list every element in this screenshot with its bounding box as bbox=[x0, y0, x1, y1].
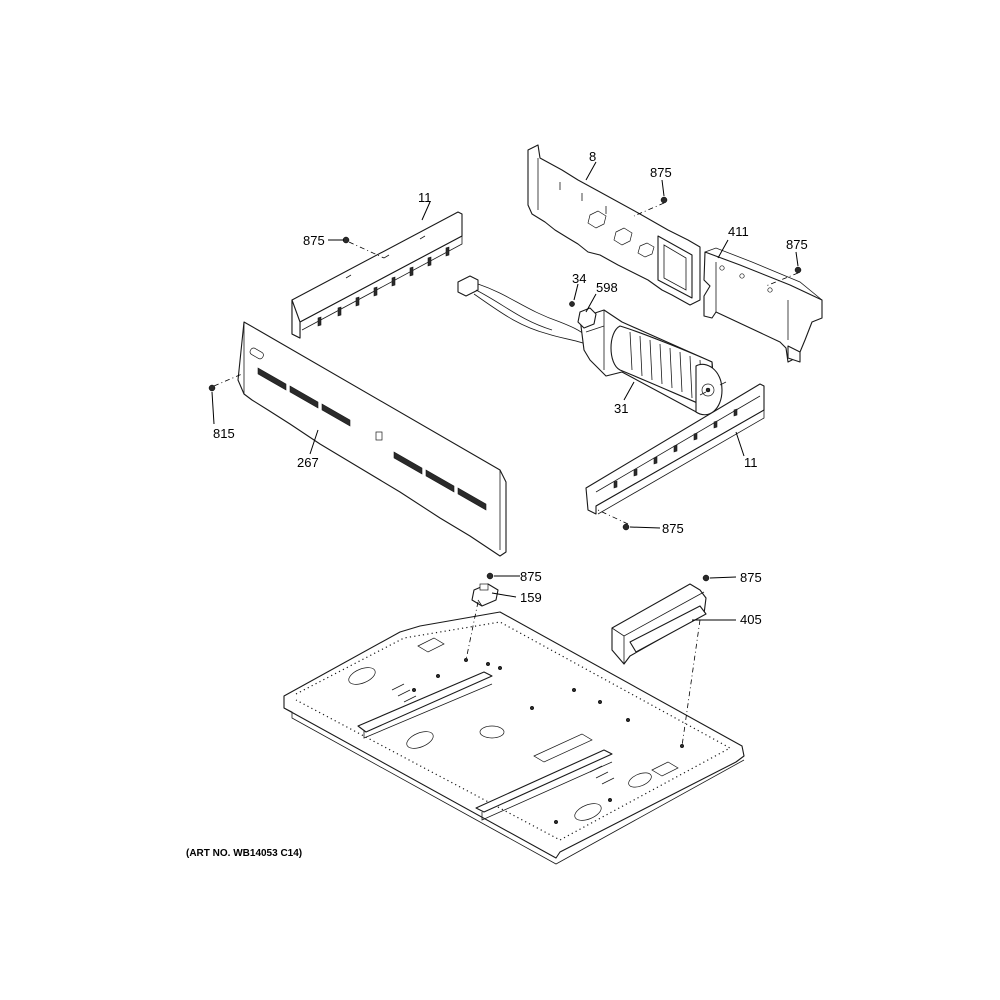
callout-875-top-right: 875 bbox=[650, 165, 672, 180]
callout-405: 405 bbox=[740, 612, 762, 627]
screw-875-far-right[interactable] bbox=[794, 266, 802, 274]
part-11-upper-rail[interactable] bbox=[291, 211, 463, 339]
callout-11-top-left: 11 bbox=[418, 190, 432, 205]
callout-875-far-right: 875 bbox=[786, 237, 808, 252]
callout-815: 815 bbox=[213, 426, 235, 441]
screw-875-top-right[interactable] bbox=[660, 196, 668, 204]
callout-labels: 8 875 411 875 11 875 34 598 31 815 267 1… bbox=[213, 149, 808, 627]
callout-267: 267 bbox=[297, 455, 319, 470]
screw-815[interactable] bbox=[208, 384, 216, 392]
part-31-blower-motor[interactable] bbox=[457, 275, 723, 416]
callout-159: 159 bbox=[520, 590, 542, 605]
callout-8: 8 bbox=[589, 149, 596, 164]
tray-fastener-dots bbox=[411, 657, 685, 825]
part-267-vent-panel[interactable] bbox=[237, 321, 507, 557]
callout-34: 34 bbox=[572, 271, 586, 286]
part-159-thermostat[interactable] bbox=[471, 583, 499, 607]
callout-875-bracket: 875 bbox=[740, 570, 762, 585]
callout-598: 598 bbox=[596, 280, 618, 295]
callout-875-lower-right-rail: 875 bbox=[662, 521, 684, 536]
part-11-lower-rail[interactable] bbox=[585, 381, 765, 515]
part-405-bracket[interactable] bbox=[611, 583, 707, 665]
part-8-rear-panel[interactable] bbox=[527, 144, 701, 306]
alignment-lines bbox=[213, 202, 799, 747]
callout-11-right: 11 bbox=[744, 455, 758, 470]
screw-875-lower-right-rail[interactable] bbox=[622, 523, 630, 531]
part-598-clip[interactable] bbox=[577, 307, 597, 329]
screw-875-bracket[interactable] bbox=[702, 574, 710, 582]
screw-875-thermostat[interactable] bbox=[486, 572, 494, 580]
art-number: (ART NO. WB14053 C14) bbox=[186, 848, 302, 859]
part-411-bracket[interactable] bbox=[703, 247, 823, 363]
callout-875-thermostat: 875 bbox=[520, 569, 542, 584]
part-34-screw[interactable] bbox=[569, 301, 575, 307]
base-tray bbox=[283, 611, 745, 865]
callout-31: 31 bbox=[614, 401, 628, 416]
callout-875-left: 875 bbox=[303, 233, 325, 248]
leader-lines bbox=[211, 161, 799, 621]
callout-411: 411 bbox=[728, 224, 749, 239]
